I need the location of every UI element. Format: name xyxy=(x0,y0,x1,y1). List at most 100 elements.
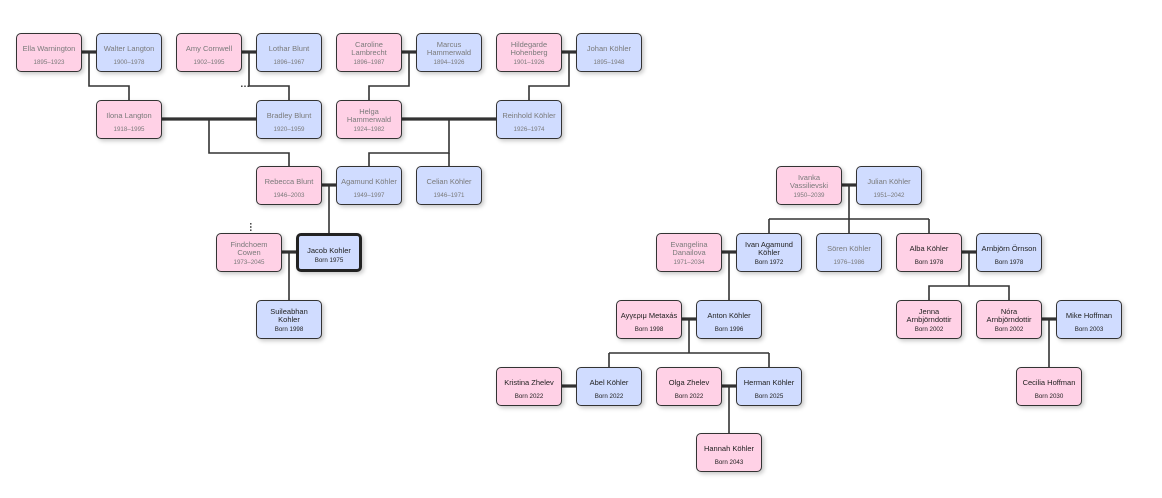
person-card-lothar[interactable]: Lothar Blunt 1896–1967 xyxy=(256,33,322,72)
person-name: Caroline Lambrecht xyxy=(351,39,387,57)
person-card-bradley[interactable]: Bradley Blunt 1920–1959 xyxy=(256,100,322,139)
person-name: Marcus Hammerwald xyxy=(426,39,472,57)
person-card-soren[interactable]: Sören Köhler 1976–1986 xyxy=(816,233,882,272)
person-name: Ivanka Vassilievski xyxy=(789,172,829,190)
person-card-evangelina[interactable]: Evangelina Danailova 1971–2034 xyxy=(656,233,722,272)
person-dates: 1902–1995 xyxy=(193,59,225,66)
person-name: Herman Köhler xyxy=(743,377,795,387)
more-relatives-marker[interactable]: … xyxy=(247,222,258,232)
person-card-caroline[interactable]: Caroline Lambrecht 1896–1987 xyxy=(336,33,402,72)
person-name: Hannah Köhler xyxy=(703,443,755,453)
descent-line xyxy=(248,52,290,100)
descent-line xyxy=(928,252,970,300)
person-name: Cecilia Hoffman xyxy=(1022,377,1076,387)
descent-line xyxy=(368,52,410,100)
person-dates: 1976–1986 xyxy=(833,259,865,266)
person-name: Ayγεριμ Metaxás xyxy=(620,310,678,320)
descent-line xyxy=(88,52,130,100)
person-name: Bradley Blunt xyxy=(266,110,312,120)
person-dates: 1946–1971 xyxy=(433,192,465,199)
person-card-findchoem[interactable]: Findchoem Cowen 1973–2045 xyxy=(216,233,282,272)
person-name: Findchoem Cowen xyxy=(230,239,268,257)
person-name: Anton Köhler xyxy=(707,310,751,320)
person-dates: Born 2022 xyxy=(674,393,704,400)
person-dates: 1896–1967 xyxy=(273,59,305,66)
person-dates: Born 1978 xyxy=(914,259,944,266)
descent-line xyxy=(969,285,1010,300)
person-name: Celian Köhler xyxy=(426,176,472,186)
person-card-celian[interactable]: Celian Köhler 1946–1971 xyxy=(416,166,482,205)
person-dates: Born 1972 xyxy=(754,259,784,266)
person-dates: Born 2030 xyxy=(1034,393,1064,400)
person-dates: 1950–2039 xyxy=(793,192,825,199)
person-name: Amy Cornwell xyxy=(185,43,233,53)
person-dates: Born 1978 xyxy=(994,259,1024,266)
person-name: Olga Zhelev xyxy=(668,377,710,387)
person-name: Kristina Zhelev xyxy=(504,377,554,387)
more-relatives-marker[interactable]: … xyxy=(240,79,250,90)
person-name: Abel Köhler xyxy=(589,377,629,387)
person-dates: 1900–1978 xyxy=(113,59,145,66)
person-dates: 1971–2034 xyxy=(673,259,705,266)
person-dates: 1946–2003 xyxy=(273,192,305,199)
person-name: Jenna Arnbjörndottir xyxy=(906,306,952,324)
person-card-ivanka[interactable]: Ivanka Vassilievski 1950–2039 xyxy=(776,166,842,205)
descent-line xyxy=(528,52,570,100)
person-card-walter[interactable]: Walter Langton 1900–1978 xyxy=(96,33,162,72)
person-dates: Born 2022 xyxy=(514,393,544,400)
person-name: Ella Warnington xyxy=(22,43,76,53)
person-name: Mike Hoffman xyxy=(1065,310,1113,320)
person-dates: 1926–1974 xyxy=(513,126,545,133)
person-dates: Born 2002 xyxy=(994,326,1024,333)
person-name: Lothar Blunt xyxy=(268,43,310,53)
person-dates: Born 2003 xyxy=(1074,326,1104,333)
person-name: Agamund Köhler xyxy=(341,176,397,186)
person-dates: Born 1998 xyxy=(634,326,664,333)
person-dates: 1918–1995 xyxy=(113,126,145,133)
person-name: Walter Langton xyxy=(103,43,155,53)
person-name: Evangelina Danailova xyxy=(670,239,708,257)
person-dates: 1920–1959 xyxy=(273,126,305,133)
person-card-ella[interactable]: Ella Warnington 1895–1923 xyxy=(16,33,82,72)
person-dates: 1894–1926 xyxy=(433,59,465,66)
person-dates: 1896–1987 xyxy=(353,59,385,66)
person-name: Nóra Arnbjörndottir xyxy=(986,306,1032,324)
person-dates: 1895–1923 xyxy=(33,59,65,66)
descent-line xyxy=(208,119,290,166)
person-card-marcus[interactable]: Marcus Hammerwald 1894–1926 xyxy=(416,33,482,72)
person-dates: 1973–2045 xyxy=(233,259,265,266)
person-dates: Born 2043 xyxy=(714,459,744,466)
person-name: Alba Köhler xyxy=(909,243,949,253)
person-card-amy[interactable]: Amy Cornwell 1902–1995 xyxy=(176,33,242,72)
person-name: Johan Köhler xyxy=(586,43,632,53)
person-name: Sören Köhler xyxy=(827,243,871,253)
person-dates: Born 1998 xyxy=(274,326,304,333)
person-dates: Born 2022 xyxy=(594,393,624,400)
